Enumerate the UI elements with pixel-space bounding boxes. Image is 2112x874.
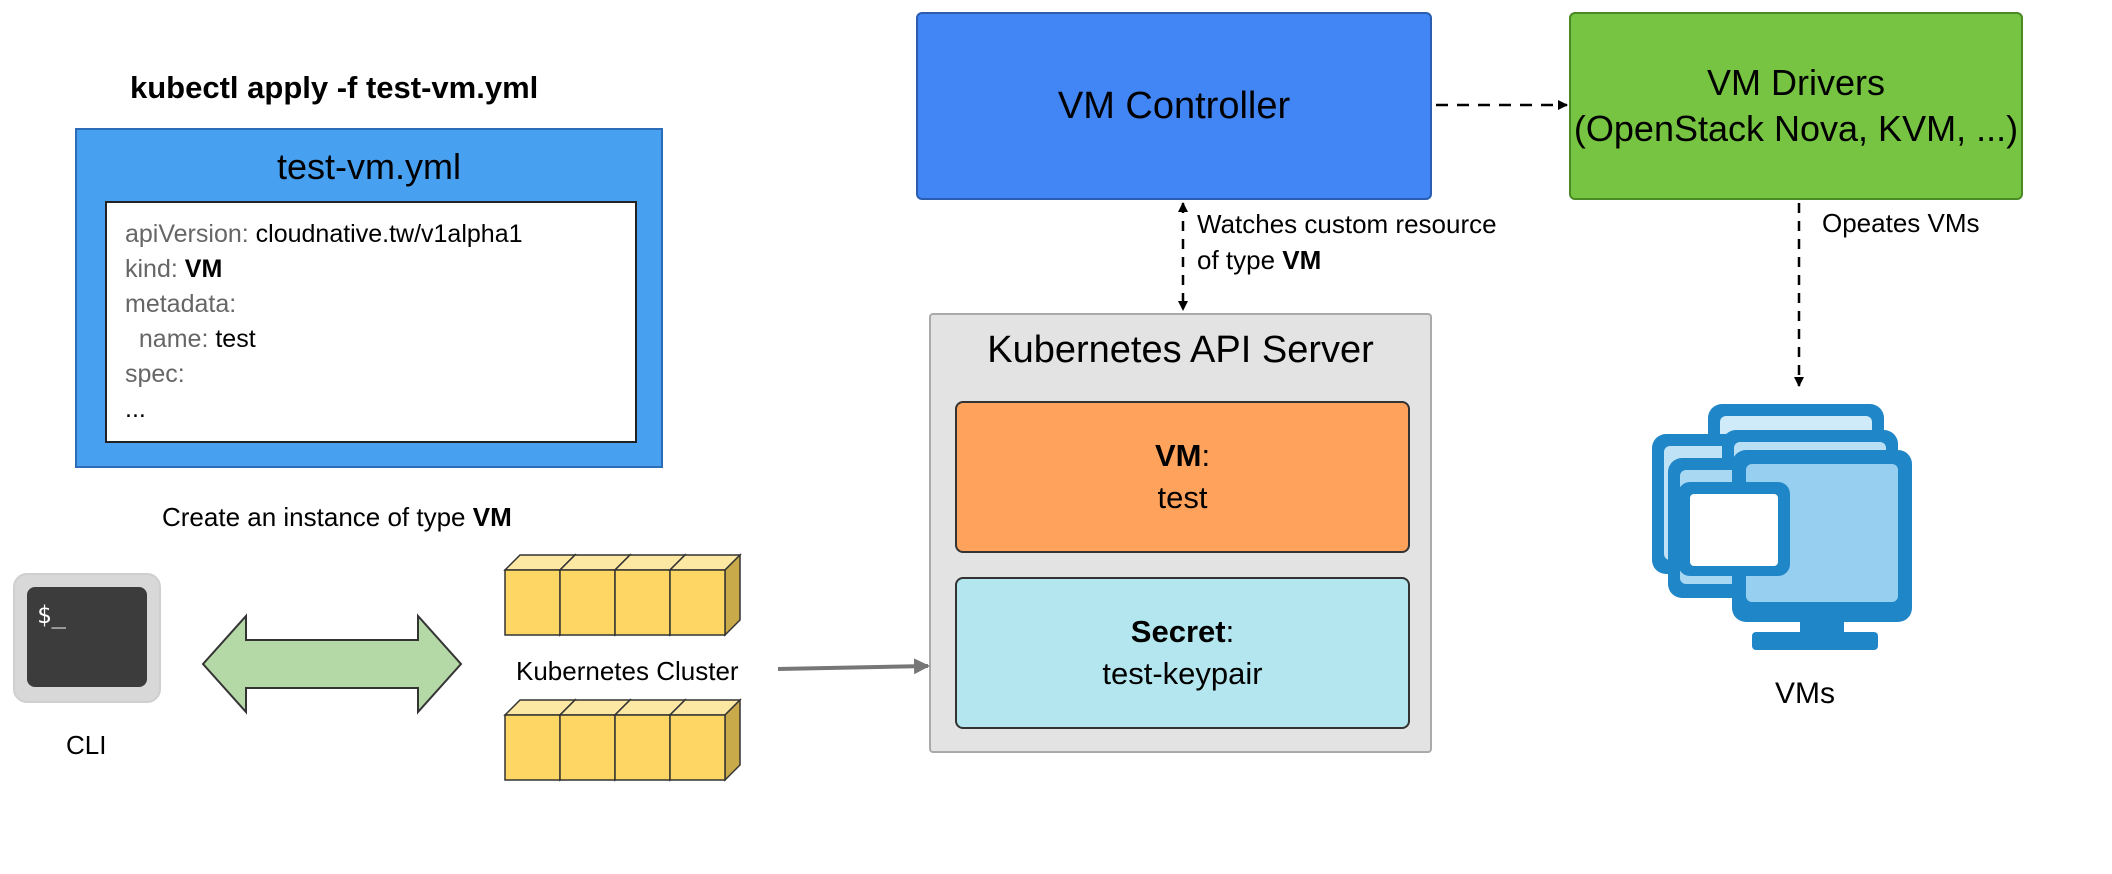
- command-title: kubectl apply -f test-vm.yml: [130, 70, 539, 105]
- terminal-prompt: $_: [37, 601, 66, 629]
- cluster-cubes-bottom: [503, 698, 742, 782]
- yaml-line-kind: kind: VM: [125, 252, 617, 287]
- vm-controller-label: VM Controller: [1057, 84, 1291, 127]
- watches-caption-bold: VM: [1282, 245, 1322, 275]
- yaml-line-ellipsis: ...: [125, 392, 617, 427]
- yaml-key: spec:: [125, 360, 185, 388]
- yaml-key: metadata:: [125, 290, 237, 318]
- api-server-box: Kubernetes API Server VM: test Secret: t…: [929, 313, 1432, 753]
- yaml-value: test: [215, 325, 256, 353]
- vms-label: VMs: [1775, 677, 1835, 710]
- secret-resource-kind: Secret: [1130, 614, 1226, 649]
- secret-resource-colon: :: [1225, 614, 1235, 649]
- vm-resource-kind-line: VM:: [1155, 435, 1210, 477]
- yaml-key: ...: [125, 395, 146, 423]
- vm-resource-kind: VM: [1154, 438, 1202, 473]
- vm-resource-colon: :: [1201, 438, 1211, 473]
- caption-bold: VM: [472, 502, 512, 532]
- operates-caption: Opeates VMs: [1822, 208, 1980, 238]
- cube-icon: [668, 698, 742, 782]
- yaml-line-apiversion: apiVersion: cloudnative.tw/v1alpha1: [125, 217, 617, 252]
- cluster-label: Kubernetes Cluster: [516, 656, 739, 686]
- double-arrow-icon: [201, 613, 463, 715]
- create-instance-caption: Create an instance of type VM: [162, 502, 512, 533]
- yaml-value: cloudnative.tw/v1alpha1: [255, 220, 523, 248]
- vm-drivers-box: VM Drivers (OpenStack Nova, KVM, ...): [1569, 12, 2023, 200]
- monitor-stack-icon: [1652, 404, 1912, 650]
- yaml-file-panel: test-vm.yml apiVersion: cloudnative.tw/v…: [75, 128, 663, 468]
- vm-resource-name: test: [1157, 480, 1208, 515]
- terminal-screen: $_: [27, 587, 147, 687]
- cluster-cubes-top: [503, 553, 742, 637]
- watches-caption-prefix: of type: [1197, 245, 1283, 275]
- yaml-line-name: name: test: [125, 322, 617, 357]
- caption-text: Create an instance of type: [162, 502, 473, 532]
- yaml-line-metadata: metadata:: [125, 287, 617, 322]
- yaml-key: name:: [138, 325, 209, 353]
- vm-drivers-subtitle: (OpenStack Nova, KVM, ...): [1573, 108, 2019, 149]
- api-server-title: Kubernetes API Server: [987, 329, 1374, 371]
- yaml-value: VM: [184, 255, 223, 283]
- secret-resource-name: test-keypair: [1102, 656, 1263, 691]
- watches-caption: Watches custom resource of type VM: [1197, 206, 1497, 278]
- terminal-icon: $_: [13, 573, 161, 703]
- cube-icon: [668, 553, 742, 637]
- secret-resource-box: Secret: test-keypair: [955, 577, 1410, 729]
- yaml-line-spec: spec:: [125, 357, 617, 392]
- yaml-file-title: test-vm.yml: [277, 146, 461, 187]
- watches-caption-line2: of type VM: [1197, 242, 1497, 278]
- vm-resource-box: VM: test: [955, 401, 1410, 553]
- cluster-to-api-arrow: [777, 658, 930, 675]
- yaml-content-box: apiVersion: cloudnative.tw/v1alpha1 kind…: [105, 201, 637, 443]
- vm-drivers-title: VM Drivers: [1707, 62, 1885, 103]
- vm-controller-box: VM Controller: [916, 12, 1432, 200]
- yaml-key: apiVersion:: [125, 220, 249, 248]
- yaml-key: kind:: [125, 255, 178, 283]
- secret-resource-kind-line: Secret:: [1131, 611, 1234, 653]
- cli-label: CLI: [66, 730, 107, 760]
- watches-caption-line1: Watches custom resource: [1197, 209, 1497, 239]
